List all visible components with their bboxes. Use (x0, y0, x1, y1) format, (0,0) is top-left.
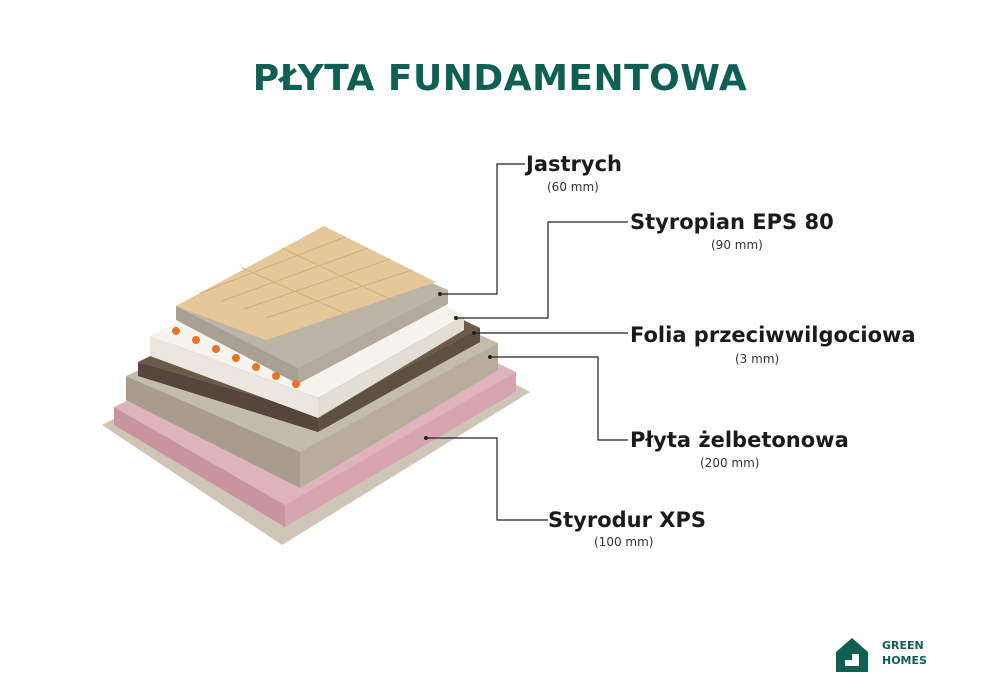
logo-text: GREEN HOMES (882, 638, 927, 668)
heating-pipes (172, 327, 300, 388)
floor-board-lines (199, 236, 413, 321)
concrete-layer-side (300, 343, 498, 488)
logo-line-1: GREEN (882, 639, 924, 652)
thickness-concrete: (200 mm) (700, 456, 760, 470)
label-screed: Jastrych (526, 152, 622, 176)
green-homes-logo-icon (836, 638, 868, 672)
xps-layer-side (285, 372, 516, 527)
thickness-xps: (100 mm) (594, 535, 654, 549)
label-eps: Styropian EPS 80 (630, 210, 834, 234)
eps-layer-side (318, 316, 464, 418)
page-title: PŁYTA FUNDAMENTOWA (252, 58, 748, 99)
screed-layer-front (176, 306, 298, 384)
concrete-layer-front (126, 376, 300, 488)
screed-layer-side (298, 290, 448, 384)
thickness-foil: (3 mm) (735, 352, 780, 366)
eps-layer-front (150, 336, 318, 418)
foil-layer-front (138, 362, 318, 432)
thickness-eps: (90 mm) (711, 238, 763, 252)
floor-boards (176, 226, 436, 340)
xps-layer-front (114, 407, 285, 527)
thickness-screed: (60 mm) (547, 180, 599, 194)
label-xps: Styrodur XPS (548, 508, 706, 532)
logo-line-2: HOMES (882, 654, 927, 667)
label-foil: Folia przeciwwilgociowa (630, 323, 916, 347)
leader-lines (426, 163, 628, 521)
label-concrete: Płyta żelbetonowa (630, 428, 849, 452)
foil-layer-side (318, 328, 480, 432)
